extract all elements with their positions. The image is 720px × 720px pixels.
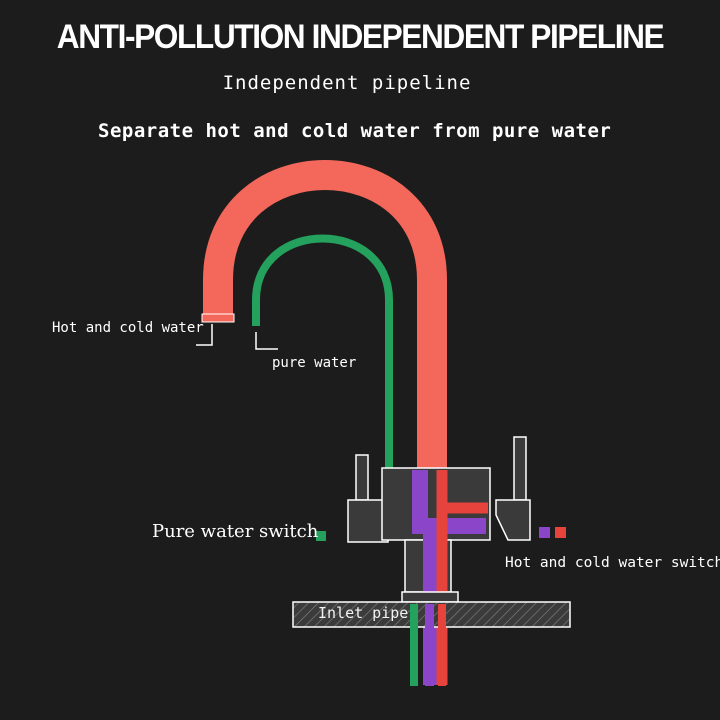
inlet-purple-pipe bbox=[425, 604, 434, 686]
inlet-plate-collar bbox=[401, 591, 459, 603]
subtitle: Independent pipeline bbox=[222, 72, 472, 94]
pure-water-handle bbox=[355, 454, 369, 501]
label-hot-cold-water-switch: Hot and cold water switch bbox=[505, 555, 720, 571]
label-hot-cold-water: Hot and cold water bbox=[52, 320, 204, 336]
purple-legend-square bbox=[539, 527, 550, 538]
hot-cold-switch-body bbox=[495, 499, 531, 541]
inlet-red-pipe bbox=[438, 604, 446, 686]
red-legend-square bbox=[555, 527, 566, 538]
leader-pure bbox=[255, 332, 278, 350]
pure-water-pipe bbox=[252, 234, 418, 685]
hot-cold-water-spout bbox=[203, 160, 447, 480]
pure-switch-legend-square bbox=[316, 531, 326, 541]
label-pure-water: pure water bbox=[272, 355, 357, 371]
label-inlet-pipe: Inlet pipe bbox=[318, 604, 409, 622]
label-pure-water-switch: Pure water switch bbox=[152, 521, 319, 542]
spout-end-cap bbox=[201, 313, 235, 323]
main-title: ANTI-POLLUTION INDEPENDENT PIPELINE bbox=[56, 18, 665, 56]
inlet-green-pipe bbox=[410, 604, 418, 686]
purple-pipe-fill bbox=[412, 470, 428, 528]
description: Separate hot and cold water from pure wa… bbox=[98, 120, 612, 142]
leader-hot-cold bbox=[196, 324, 213, 346]
hot-cold-handle bbox=[513, 436, 527, 501]
